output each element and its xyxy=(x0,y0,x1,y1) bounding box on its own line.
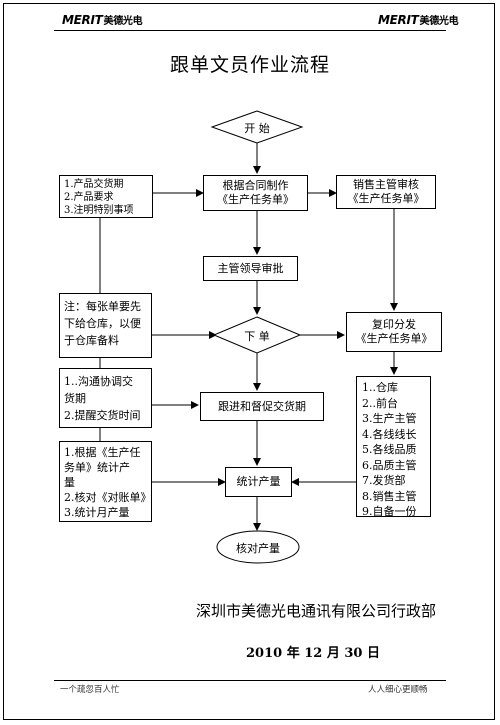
distribution-item-6: 6.品质主管 xyxy=(362,458,417,472)
header-rule xyxy=(54,30,446,31)
distribution-item-2: 2..前台 xyxy=(362,396,398,410)
footer-motto-right: 人人细心更顺畅 xyxy=(368,685,428,695)
copy-line-2: 《生产任务单》 xyxy=(355,332,433,345)
follow-node: 跟进和督促交货期 xyxy=(200,392,324,421)
distribution-list: 1..仓库 2..前台 3.生产主管 4.各线线长 5.各线品质 6.品质主管 … xyxy=(356,376,431,518)
stats-tasks-line-1: 1.根据《生产任 xyxy=(64,446,141,459)
verify-label: 核对产量 xyxy=(236,542,280,555)
approve-label: 主管领导审批 xyxy=(217,261,284,275)
stats-label: 统计产量 xyxy=(236,475,281,488)
contract-line-1: 根据合同制作 xyxy=(222,179,289,192)
page-border xyxy=(3,3,495,720)
distribution-item-4: 4.各线线长 xyxy=(362,427,417,441)
verify-ellipse xyxy=(216,530,300,564)
document-date: 2010 年 12 月 30 日 xyxy=(246,646,380,661)
copy-line-1: 复印分发 xyxy=(372,318,416,331)
product-info-note: 1.产品交货期 2.产品要求 3.注明特别事项 xyxy=(59,175,153,218)
distribution-item-9: 9.自备一份 xyxy=(362,505,417,518)
warehouse-note-line-3: 于仓库备料 xyxy=(64,334,119,347)
distribution-item-7: 7.发货部 xyxy=(362,474,406,487)
coordinate-line-1: 1..沟通协调交 xyxy=(64,375,133,388)
company-logo-left: MERIT美德光电 xyxy=(62,13,143,27)
product-info-line-2: 2.产品要求 xyxy=(64,192,114,203)
organization-name: 深圳市美德光电通讯有限公司行政部 xyxy=(196,602,437,620)
coordinate-line-3: 2.提醒交货时间 xyxy=(64,409,141,422)
distribution-item-5: 5.各线品质 xyxy=(362,443,417,456)
company-logo-right: MERIT美德光电 xyxy=(378,13,459,27)
warehouse-note-line-1: 注：每张单要先 xyxy=(64,300,141,313)
stats-tasks-line-4: 2.核对《对账单》 xyxy=(64,491,152,504)
distribution-item-8: 8.销售主管 xyxy=(362,489,417,503)
review-line-1: 销售主管审核 xyxy=(353,178,419,191)
stats-tasks-note: 1.根据《生产任 务单》统计产 量 2.核对《对账单》 3.统计月产量 xyxy=(59,441,152,522)
product-info-line-1: 1.产品交货期 xyxy=(64,179,124,190)
review-line-2: 《生产任务单》 xyxy=(347,192,425,205)
stats-tasks-line-5: 3.统计月产量 xyxy=(64,506,130,519)
footer-rule xyxy=(54,680,446,681)
follow-label: 跟进和督促交货期 xyxy=(218,399,306,413)
stats-node: 统计产量 xyxy=(225,467,292,497)
page-title: 跟单文员作业流程 xyxy=(169,54,330,76)
coordinate-line-2: 货期 xyxy=(64,392,86,405)
contract-node: 根据合同制作 《生产任务单》 xyxy=(203,175,308,211)
warehouse-note-line-2: 下给仓库，以便 xyxy=(64,317,141,330)
start-label: 开 始 xyxy=(244,122,270,135)
stats-tasks-line-2: 务单》统计产 xyxy=(64,461,130,474)
footer-motto-left: 一个疏忽百人忙 xyxy=(60,685,120,695)
distribution-item-1: 1..仓库 xyxy=(362,381,398,394)
distribution-item-3: 3.生产主管 xyxy=(362,412,417,425)
contract-line-2: 《生产任务单》 xyxy=(217,193,294,206)
copy-node: 复印分发 《生产任务单》 xyxy=(346,312,442,352)
stats-tasks-line-3: 量 xyxy=(64,476,75,489)
approve-node: 主管领导审批 xyxy=(203,256,298,281)
issue-label: 下 单 xyxy=(244,330,270,343)
review-node: 销售主管审核 《生产任务单》 xyxy=(336,175,436,209)
product-info-line-3: 3.注明特别事项 xyxy=(64,205,134,216)
warehouse-note: 注：每张单要先 下给仓库，以便 于仓库备料 xyxy=(59,293,152,358)
coordinate-note: 1..沟通协调交 货期 2.提醒交货时间 xyxy=(59,368,152,428)
